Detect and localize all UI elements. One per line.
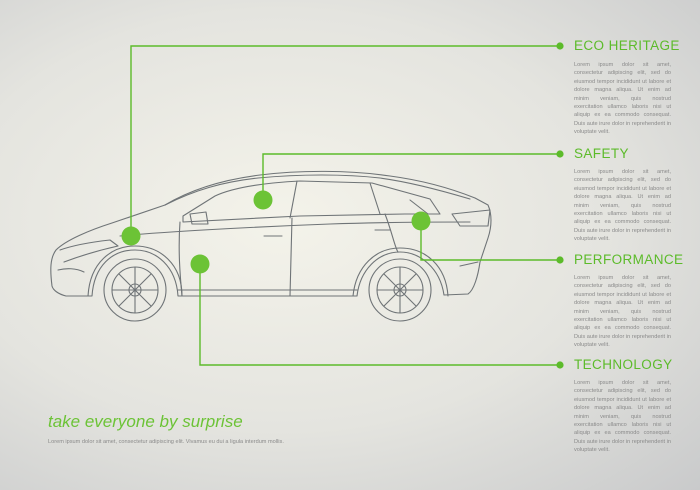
callout-line-safety [262,153,558,200]
subline: Lorem ipsum dolor sit amet, consectetur … [48,439,284,445]
section-body-technology: Lorem ipsum dolor sit amet, consectetur … [574,380,672,454]
rear-wheel [368,258,432,322]
front-wheel [103,258,167,322]
tagline: take everyone by surprise [48,412,243,431]
hotspot-technology [190,254,210,274]
section-title-technology: TECHNOLOGY [574,357,673,372]
callout-end-dot-safety [556,150,564,158]
car-outline [50,170,492,297]
callout-line-technology [199,264,558,366]
hotspot-safety [253,190,273,210]
callout-end-dot-technology [556,361,564,369]
section-title-safety: SAFETY [574,146,629,161]
callout-line-eco-heritage [130,45,558,236]
section-title-performance: PERFORMANCE [574,252,684,267]
section-body-performance: Lorem ipsum dolor sit amet, consectetur … [574,275,672,349]
section-body-eco-heritage: Lorem ipsum dolor sit amet, consectetur … [574,62,672,136]
hotspot-performance [411,211,431,231]
section-title-eco-heritage: ECO HERITAGE [574,38,680,53]
callout-line-performance [420,221,558,261]
callout-end-dot-eco-heritage [556,42,564,50]
section-body-safety: Lorem ipsum dolor sit amet, consectetur … [574,169,672,243]
hotspot-eco-heritage [121,226,141,246]
callout-end-dot-performance [556,256,564,264]
